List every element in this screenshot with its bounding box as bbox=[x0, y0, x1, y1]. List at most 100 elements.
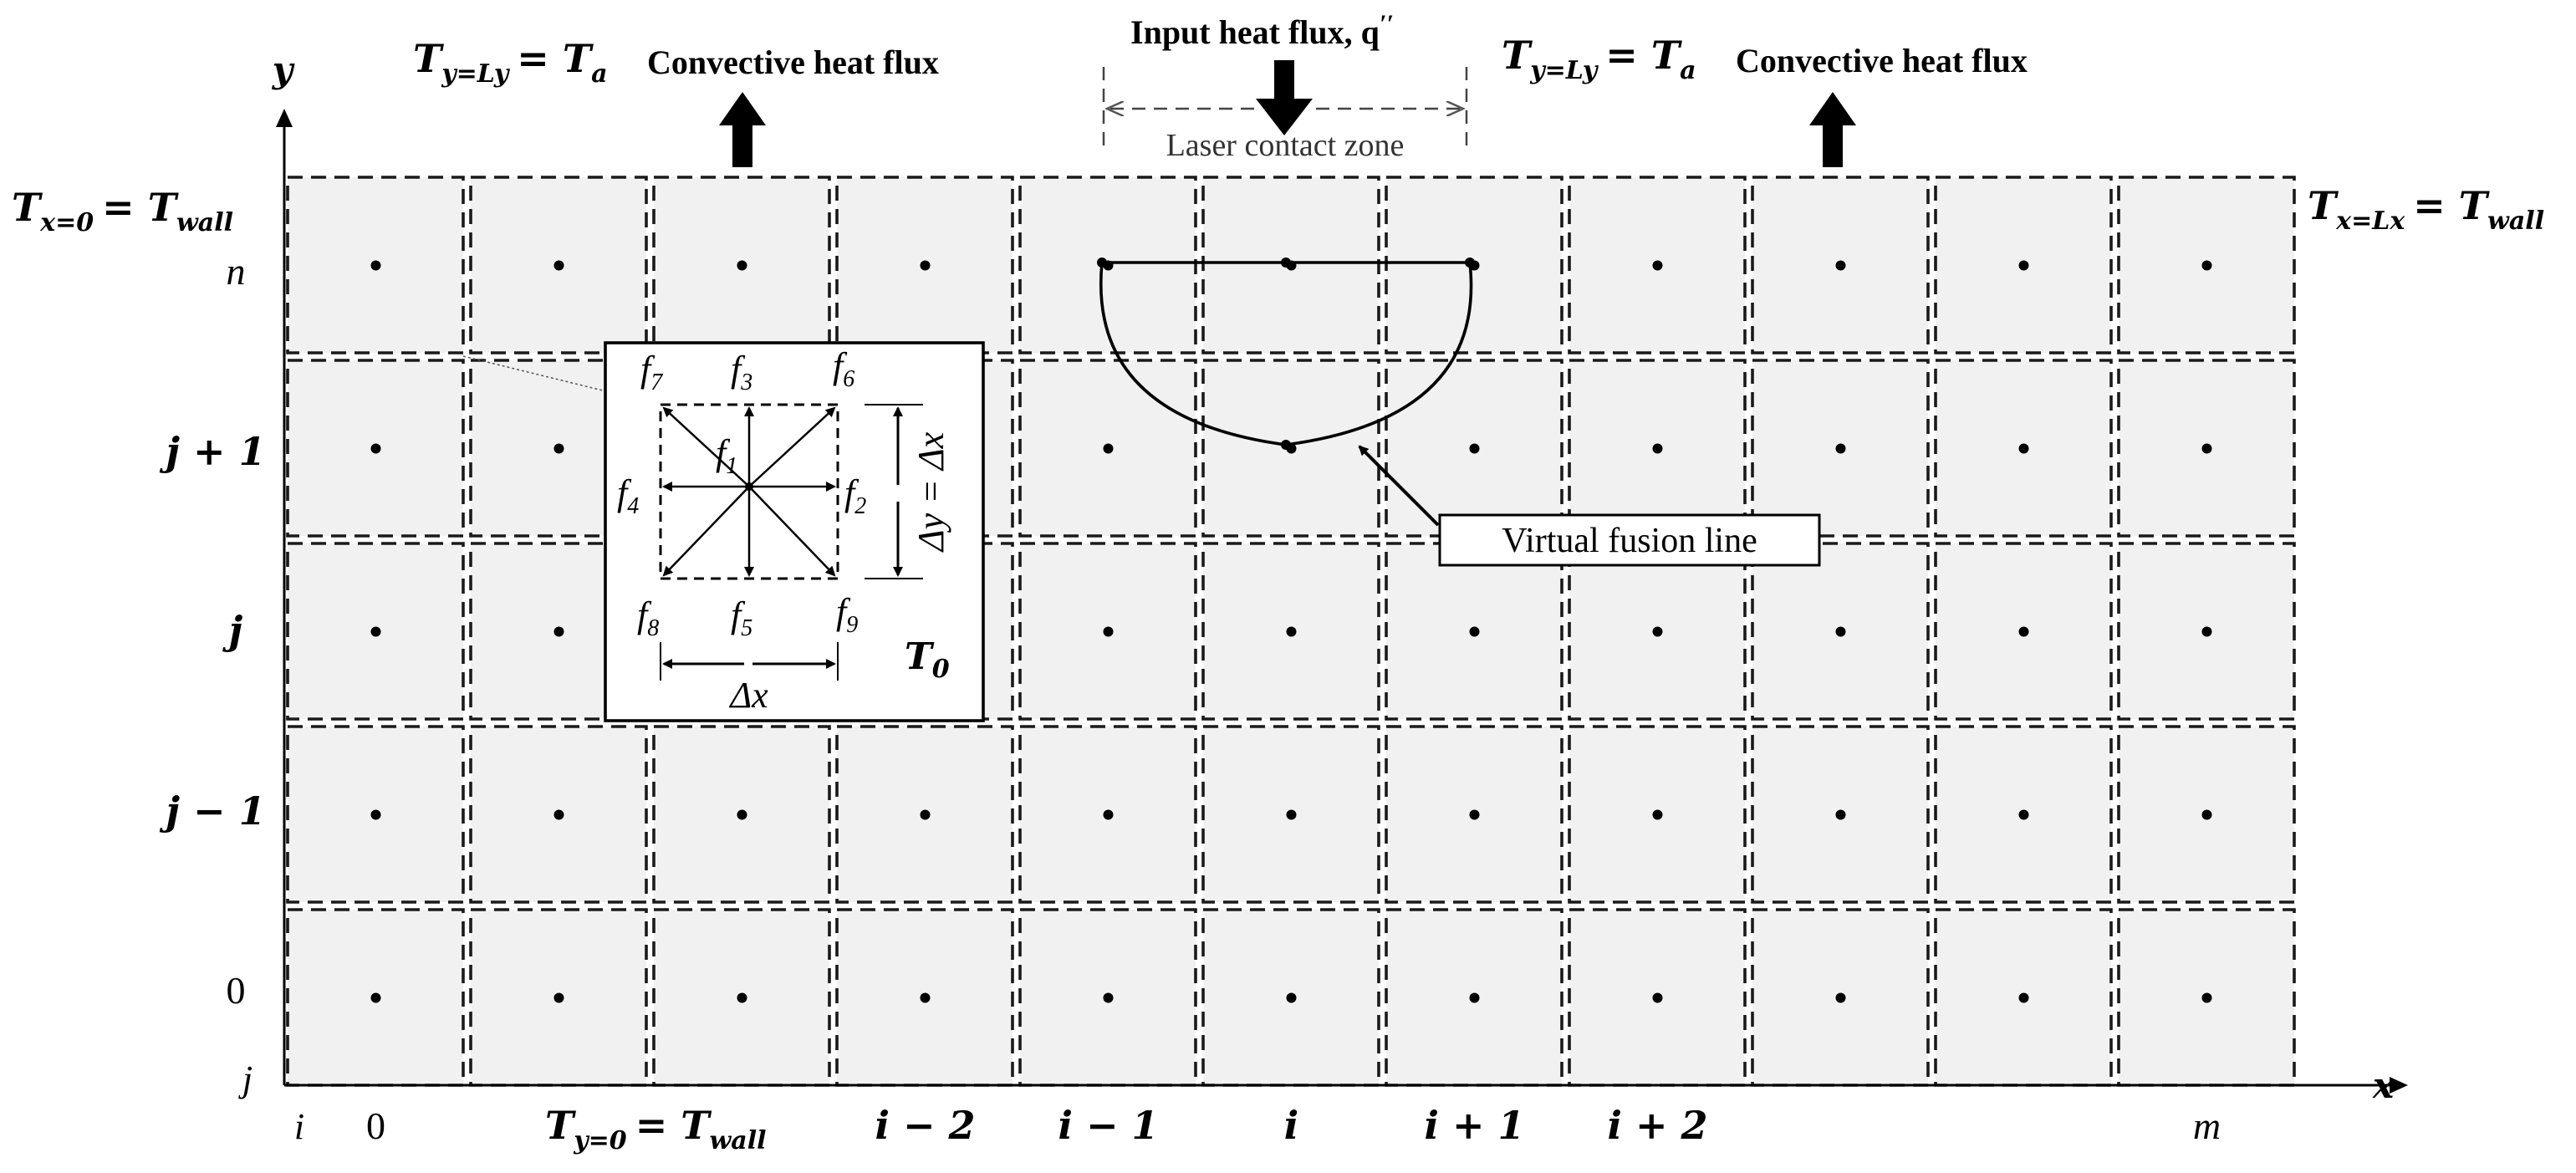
bc-left: Tx=0= Twall bbox=[12, 185, 233, 237]
column-label: m bbox=[2193, 1104, 2221, 1147]
svg-text:Ty=Ly= Ta: Ty=Ly= Ta bbox=[413, 36, 608, 89]
lattice-node bbox=[920, 260, 931, 271]
row-label-j: j bbox=[222, 608, 243, 653]
velocity-vector bbox=[748, 486, 836, 577]
input-heat-flux-arrow bbox=[1256, 60, 1313, 135]
lattice-node bbox=[553, 992, 564, 1003]
lattice-node bbox=[2201, 626, 2212, 637]
column-label: 0 bbox=[366, 1104, 385, 1147]
lattice-node bbox=[2018, 809, 2029, 820]
lattice-node bbox=[1103, 443, 1114, 454]
bc-top-left-t: T bbox=[413, 36, 445, 81]
lattice-node bbox=[553, 260, 564, 271]
fusion-node-left bbox=[1097, 258, 1107, 268]
lattice-node bbox=[737, 809, 747, 820]
column-label: i bbox=[1284, 1103, 1298, 1148]
bc-top-right: Ty=Ly= Ta Convective heat flux bbox=[1502, 33, 2028, 167]
lattice-node bbox=[370, 809, 381, 820]
lattice-node bbox=[1469, 992, 1480, 1003]
j-index-label: j bbox=[238, 1058, 252, 1099]
fusion-node-bottom bbox=[1281, 440, 1291, 450]
lattice-node bbox=[1652, 992, 1663, 1003]
fusion-line-label-box bbox=[1438, 513, 1821, 567]
bc-bottom-rhs-sub: wall bbox=[709, 1126, 766, 1155]
svg-text:Input heat flux, q′′: Input heat flux, q′′ bbox=[1130, 10, 1394, 51]
bc-right: Tx=Lx = Twall bbox=[2308, 183, 2544, 236]
lattice-node bbox=[553, 809, 564, 820]
lattice-node bbox=[2201, 809, 2212, 820]
lattice-node bbox=[1835, 260, 1846, 271]
convective-flux-label-left: Convective heat flux bbox=[647, 43, 939, 81]
lattice-grid bbox=[286, 176, 2296, 1087]
lattice-cell bbox=[2117, 359, 2296, 538]
lattice-cell bbox=[286, 725, 465, 904]
lattice-node bbox=[2018, 626, 2029, 637]
lattice-node bbox=[2201, 992, 2212, 1003]
lattice-node bbox=[737, 992, 747, 1003]
row-label-j-plus-1: j + 1 bbox=[159, 429, 265, 474]
inset-center-node bbox=[745, 482, 753, 491]
lattice-node bbox=[1286, 992, 1297, 1003]
fusion-line-label: Virtual fusion line bbox=[1502, 522, 1757, 560]
fusion-node-center bbox=[1281, 258, 1291, 268]
lattice-node bbox=[1652, 809, 1663, 820]
lattice-node bbox=[1835, 992, 1846, 1003]
i-index-label: i bbox=[294, 1106, 304, 1147]
lattice-node bbox=[1469, 443, 1480, 454]
lattice-node bbox=[1835, 443, 1846, 454]
lattice-node bbox=[553, 626, 564, 637]
bc-top-right-t: T bbox=[1502, 33, 1533, 78]
input-heat-flux-label: Input heat flux, q bbox=[1130, 13, 1380, 51]
lattice-node bbox=[1286, 626, 1297, 637]
convective-flux-label-right: Convective heat flux bbox=[1736, 42, 2028, 79]
bc-top-left-rhs-sub: a bbox=[591, 59, 607, 89]
inset-leader-line bbox=[462, 355, 661, 405]
row-label-j-minus-1: j − 1 bbox=[159, 788, 265, 834]
lattice-cell bbox=[1568, 359, 1747, 538]
dx-label: Δx bbox=[728, 675, 768, 716]
lattice-node bbox=[2201, 260, 2212, 271]
lattice-node bbox=[1652, 626, 1663, 637]
velocity-vector bbox=[662, 486, 750, 577]
convective-flux-arrow-left bbox=[719, 92, 766, 167]
bc-left-rhs-sub: wall bbox=[176, 208, 233, 237]
lattice-node bbox=[2018, 260, 2029, 271]
lattice-node bbox=[1103, 626, 1114, 637]
laser-input: Input heat flux, q′′ Laser contact zone bbox=[1102, 10, 1468, 163]
bc-right-t: T bbox=[2308, 183, 2339, 228]
lattice-node bbox=[1469, 809, 1480, 820]
lattice-node bbox=[1469, 626, 1480, 637]
input-heat-flux-prime: ′′ bbox=[1380, 10, 1394, 38]
column-label: i + 2 bbox=[1607, 1103, 1707, 1148]
row-label-0: 0 bbox=[227, 969, 246, 1012]
bc-top-left-sub: y=Ly bbox=[441, 59, 511, 89]
bc-top-left: Ty=Ly= Ta Convective heat flux bbox=[413, 36, 939, 167]
row-label-n: n bbox=[227, 250, 246, 293]
bc-left-t: T bbox=[12, 185, 43, 230]
bc-right-rhs-sub: wall bbox=[2487, 207, 2544, 236]
convective-flux-arrow-right bbox=[1809, 92, 1856, 167]
velocity-vector bbox=[662, 406, 750, 487]
lattice-node bbox=[1652, 260, 1663, 271]
lattice-node bbox=[737, 260, 747, 271]
lattice-node bbox=[1652, 443, 1663, 454]
bc-right-sub: x=Lx bbox=[2335, 207, 2405, 236]
y-axis-label: y bbox=[272, 49, 295, 90]
lattice-node bbox=[1103, 992, 1114, 1003]
virtual-fusion-line: Virtual fusion line bbox=[1097, 258, 1821, 567]
bc-bottom-t: T bbox=[545, 1103, 577, 1148]
lattice-node bbox=[370, 992, 381, 1003]
lattice-node bbox=[920, 809, 931, 820]
bc-left-rhs: = T bbox=[102, 185, 180, 230]
lattice-node bbox=[2018, 443, 2029, 454]
lattice-node bbox=[1103, 809, 1114, 820]
inset-cell bbox=[659, 403, 839, 580]
lattice-node bbox=[370, 260, 381, 271]
bc-bottom-sub: y=0 bbox=[573, 1126, 627, 1155]
bc-right-rhs: = T bbox=[2413, 183, 2491, 228]
column-label: i + 1 bbox=[1424, 1103, 1524, 1148]
bc-top-right-rhs: = T bbox=[1605, 33, 1683, 78]
bc-bottom: Ty=0= Twall bbox=[545, 1103, 767, 1155]
bc-top-left-rhs: = T bbox=[517, 36, 594, 81]
